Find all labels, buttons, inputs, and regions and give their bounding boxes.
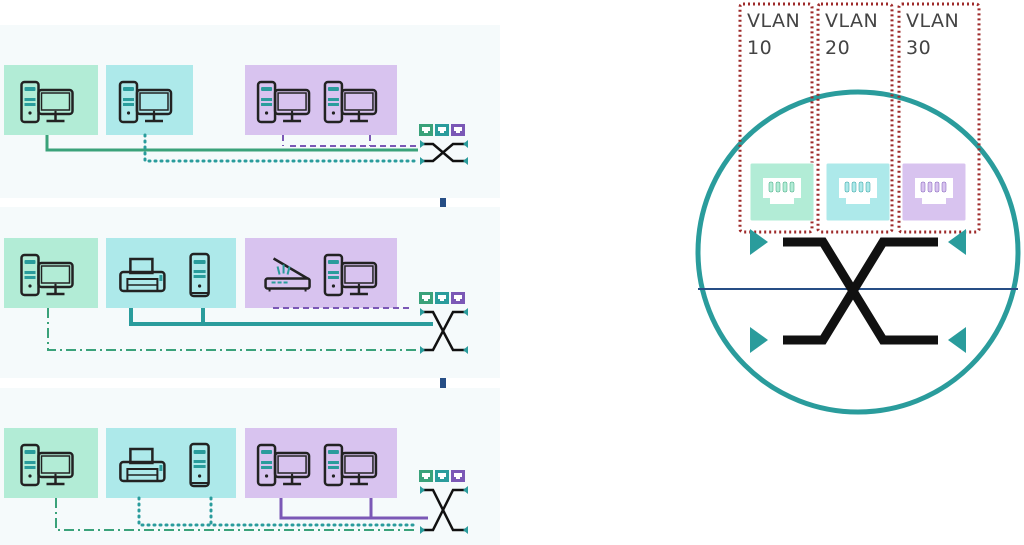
zoom-circle [695, 89, 1021, 415]
arrow-icon [463, 308, 468, 316]
vlan-10-link [47, 308, 418, 351]
arrow-icon [420, 526, 425, 534]
vlan-20-box: VLAN 20 [816, 2, 894, 234]
building-network [0, 25, 500, 545]
vlan-label: VLAN [906, 10, 959, 32]
arrow-icon [463, 526, 468, 534]
floor-row [0, 207, 500, 378]
vlan-20-link [129, 308, 433, 326]
floor-row [0, 25, 500, 198]
arrow-icon [463, 140, 468, 148]
floor-row [0, 388, 500, 545]
arrow-icon [463, 486, 468, 494]
vlan-30-box: VLAN 30 [897, 2, 981, 234]
arrow-icon [463, 157, 468, 165]
vlan-10-group [4, 428, 98, 498]
arrow-icon [420, 308, 425, 316]
vlan-label: VLAN [747, 10, 800, 32]
arrow-icon [750, 229, 768, 255]
vlan-id: 30 [906, 37, 931, 59]
vlan-box-border [897, 2, 981, 234]
arrow-icon [750, 327, 768, 353]
vlan-30-link [282, 135, 418, 147]
switch-icon [419, 470, 468, 534]
arrow-icon [420, 140, 425, 148]
vlan-20-link [137, 496, 420, 527]
arrow-icon [463, 346, 468, 354]
vlan-30-link [279, 498, 428, 520]
arrow-icon [948, 229, 966, 255]
vlan-10-box: VLAN 10 [738, 2, 815, 234]
switch-icon [419, 292, 468, 354]
vlan-10-group [4, 238, 98, 308]
vlan-20-link [143, 133, 420, 163]
vlan-10-link [45, 135, 418, 152]
switch-icon [419, 124, 468, 165]
arrow-icon [420, 486, 425, 494]
arrow-icon [420, 346, 425, 354]
vlan-10-group [4, 65, 98, 135]
arrow-icon [420, 157, 425, 165]
arrow-icon [948, 327, 966, 353]
vlan-box-border [738, 2, 814, 234]
vlan-30-group [245, 238, 397, 308]
vlan-label: VLAN [825, 10, 878, 32]
switch-zoom-view: VLAN 10 VLAN 20 VLAN 30 [695, 2, 1021, 415]
vlan-id: 20 [825, 37, 850, 59]
switch-cross-icon [750, 229, 966, 353]
vlan-id: 10 [747, 37, 772, 59]
